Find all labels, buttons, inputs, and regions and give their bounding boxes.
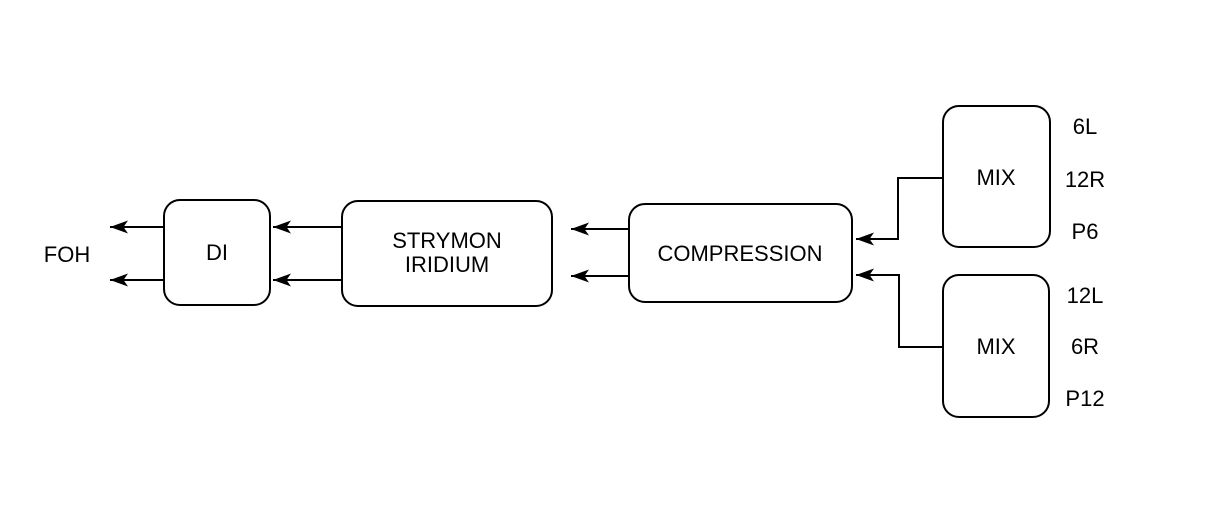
- strymon-label-line1: STRYMON: [392, 228, 502, 253]
- mix-top-channel-1: 6L: [1073, 114, 1097, 139]
- mix-top-channel-2: 12R: [1065, 167, 1105, 192]
- di-node: [163, 199, 271, 306]
- arrow-mix-top-to-compression: [856, 177, 943, 246]
- mix-bottom-channel-1: 12L: [1067, 283, 1104, 308]
- compression-label: COMPRESSION: [657, 241, 822, 266]
- arrow-mix-bottom-to-compression: [856, 268, 943, 348]
- compression-node: [628, 203, 853, 303]
- di-label: DI: [206, 240, 228, 265]
- mix-top-node: [942, 105, 1051, 248]
- foh-label: FOH: [44, 242, 90, 267]
- strymon-iridium-node: [341, 200, 553, 307]
- mix-bottom-node: [942, 274, 1050, 418]
- mix-bottom-label: MIX: [976, 334, 1015, 359]
- mix-top-label: MIX: [976, 165, 1015, 190]
- strymon-label-line2: IRIDIUM: [405, 252, 489, 277]
- mix-bottom-channel-2: 6R: [1071, 334, 1099, 359]
- mix-top-channel-3: P6: [1072, 219, 1099, 244]
- mix-bottom-channel-3: P12: [1065, 386, 1104, 411]
